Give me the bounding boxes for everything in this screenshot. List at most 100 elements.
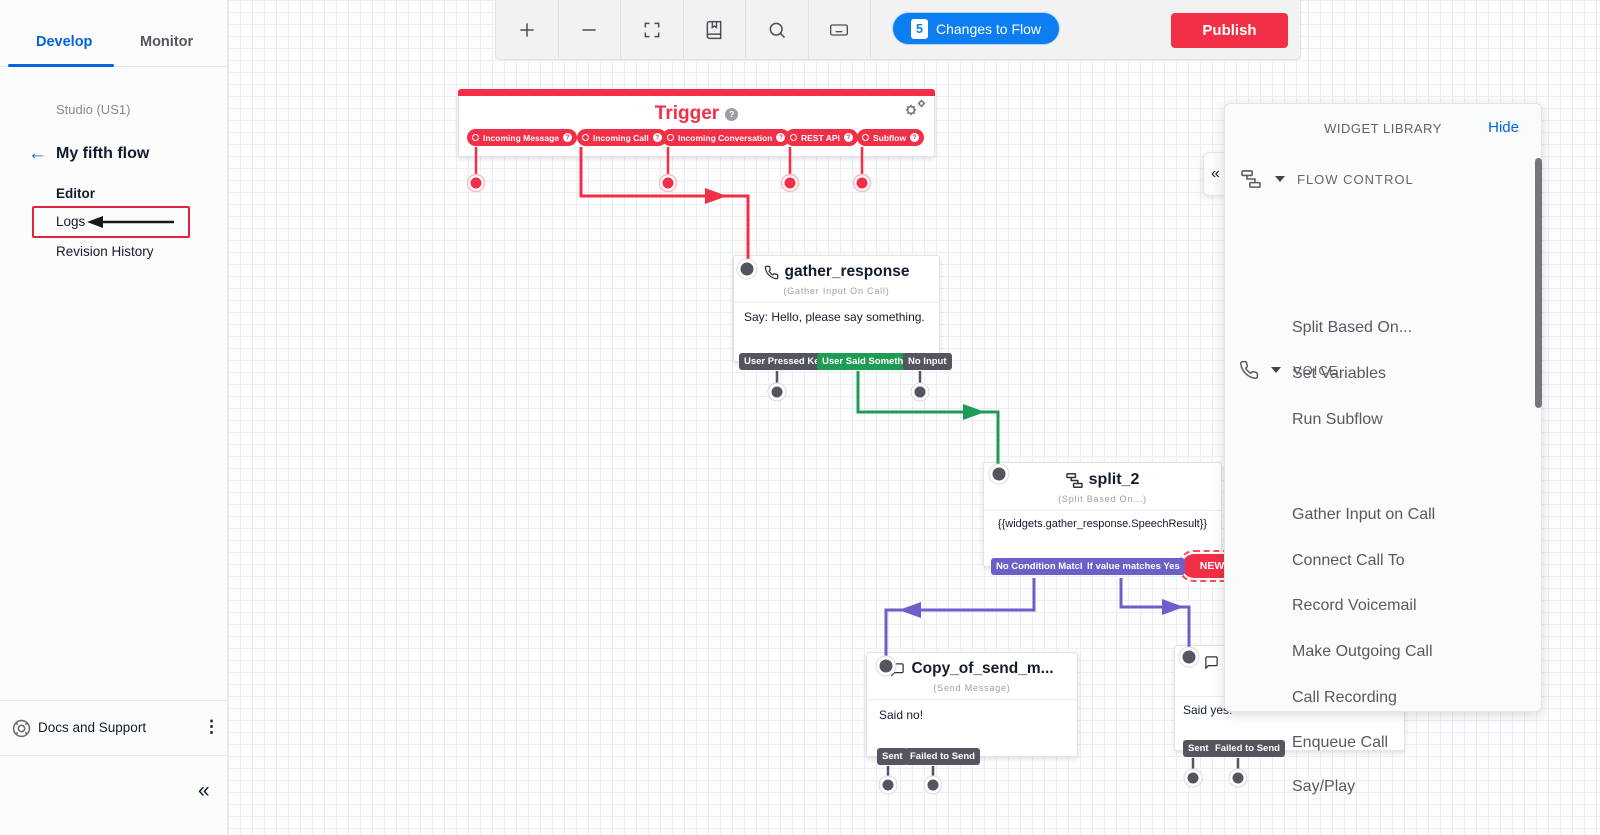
fit-to-screen-button[interactable] [621, 0, 684, 59]
widget-body-text: {{widgets.gather_response.SpeechResult}} [997, 518, 1208, 530]
trigger-transition-subflow[interactable]: Subflow ? [857, 129, 925, 146]
widget-gather-response[interactable]: gather_response (Gather Input On Call) S… [733, 255, 940, 362]
zoom-in-button[interactable] [496, 0, 559, 59]
library-item-split-based-on[interactable]: Split Based On... [1292, 319, 1413, 336]
help-icon[interactable]: ? [910, 133, 920, 142]
search-icon [769, 22, 785, 38]
transition-no-condition-matches[interactable]: No Condition Matches [991, 558, 1102, 575]
transition-failed-to-send[interactable]: Failed to Send [905, 748, 980, 765]
transition-ring-icon [862, 134, 869, 141]
widget-library-panel: WIDGET LIBRARY Hide FLOW CONTROL Split B… [1224, 103, 1542, 795]
widget-type-label: (Split Based On...) [1058, 494, 1147, 504]
split-branch-icon [1065, 472, 1083, 488]
help-icon[interactable]: ? [652, 133, 662, 142]
flow-control-icon [1239, 170, 1263, 188]
chat-bubble-icon [1204, 655, 1219, 670]
help-icon[interactable]: ? [563, 133, 573, 142]
transition-no-input[interactable]: No Input [903, 353, 952, 370]
tab-develop[interactable]: Develop [36, 34, 93, 50]
widget-title: Copy_of_send_m... [911, 660, 1054, 677]
library-section-voice[interactable]: VOICE [1239, 360, 1338, 380]
transition-label: Incoming Conversation [678, 132, 773, 143]
voice-phone-icon [764, 265, 779, 280]
active-tab-underline [8, 64, 114, 67]
widget-type-label: (Gather Input On Call) [783, 286, 890, 296]
widget-library-title: WIDGET LIBRARY [1324, 121, 1442, 136]
transition-label: Incoming Message [483, 132, 560, 143]
docs-and-support-link[interactable]: Docs and Support [38, 720, 147, 735]
library-item-connect-call-to[interactable]: Connect Call To [1292, 552, 1405, 569]
trigger-transition-incoming-conversation[interactable]: Incoming Conversation ? [662, 129, 791, 146]
trigger-top-bar [458, 89, 935, 96]
sidebar-item-revision-history[interactable]: Revision History [56, 244, 154, 259]
tab-monitor[interactable]: Monitor [140, 34, 194, 50]
library-item-set-variables[interactable]: Set Variables [1292, 365, 1386, 382]
search-button[interactable] [746, 0, 809, 59]
library-item-run-subflow[interactable]: Run Subflow [1292, 411, 1383, 428]
library-collapse-tab[interactable]: « [1203, 152, 1227, 196]
library-item-record-voicemail[interactable]: Record Voicemail [1292, 597, 1417, 614]
library-item-say-play[interactable]: Say/Play [1292, 778, 1356, 795]
hide-library-link[interactable]: Hide [1488, 119, 1519, 136]
back-arrow-icon[interactable]: ← [28, 143, 47, 164]
library-item-enqueue-call[interactable]: Enqueue Call [1292, 734, 1389, 751]
collapse-chevrons-icon: « [1211, 165, 1220, 182]
trigger-settings-gear-icon[interactable] [902, 97, 928, 124]
sidebar: Develop Monitor Studio (US1) ← My fifth … [0, 0, 228, 835]
transition-user-said-something[interactable]: User Said Something [817, 353, 923, 370]
kebab-menu-icon[interactable]: ⋮ [203, 717, 221, 736]
help-icon[interactable]: ? [776, 133, 786, 142]
widget-split-2[interactable]: split_2 (Split Based On...) {{widgets.ga… [983, 462, 1222, 567]
help-icon[interactable]: ? [725, 107, 739, 121]
sidebar-collapse-icon[interactable]: « [198, 779, 210, 802]
transition-sent[interactable]: Sent [1183, 740, 1214, 757]
transition-ring-icon [582, 134, 589, 141]
flow-title: My fifth flow [56, 145, 150, 162]
zoom-out-button[interactable] [559, 0, 621, 59]
changes-count-badge: 5 [910, 18, 928, 39]
library-item-call-recording[interactable]: Call Recording [1292, 689, 1397, 706]
lifebuoy-icon [12, 719, 31, 738]
changes-label: Changes to Flow [935, 20, 1042, 37]
trigger-title: Trigger [654, 103, 720, 124]
sidebar-item-logs[interactable]: Logs [56, 214, 86, 229]
library-item-gather-input-on-call[interactable]: Gather Input on Call [1292, 506, 1436, 523]
transition-label: REST API [801, 132, 840, 143]
widget-type-label: (Send Message) [933, 683, 1011, 693]
library-section-flow-control[interactable]: FLOW CONTROL [1239, 170, 1414, 188]
sidebar-item-editor[interactable]: Editor [56, 186, 95, 201]
book-icon [706, 20, 722, 39]
library-button[interactable] [684, 0, 746, 59]
transition-ring-icon [790, 134, 797, 141]
plus-icon [520, 22, 534, 37]
transition-sent[interactable]: Sent [877, 748, 908, 765]
tab-divider [0, 66, 228, 67]
widget-copy-of-send-message[interactable]: Copy_of_send_m... (Send Message) Said no… [866, 652, 1078, 757]
trigger-transition-rest-api[interactable]: REST API ? [785, 129, 858, 146]
voice-phone-icon [1239, 360, 1259, 380]
sidebar-divider [0, 755, 228, 756]
transition-if-value-matches-yes[interactable]: If value matches Yes [1082, 558, 1185, 575]
chevron-down-icon [1271, 367, 1281, 373]
keyboard-shortcuts-button[interactable] [809, 0, 871, 59]
canvas-toolbar: 5 Changes to Flow Publish [495, 0, 1301, 60]
widget-body-text: Say: Hello, please say something. [744, 310, 925, 324]
transition-ring-icon [667, 134, 674, 141]
library-item-make-outgoing-call[interactable]: Make Outgoing Call [1292, 643, 1433, 660]
trigger-transition-incoming-message[interactable]: Incoming Message ? [467, 129, 578, 146]
chat-bubble-icon [890, 662, 905, 677]
trigger-widget[interactable]: Trigger ? [458, 89, 935, 157]
studio-region-label: Studio (US1) [56, 102, 131, 117]
help-icon[interactable]: ? [843, 133, 853, 142]
minus-icon [582, 28, 596, 31]
fit-icon [644, 22, 660, 37]
transition-failed-to-send[interactable]: Failed to Send [1210, 740, 1285, 757]
library-scrollbar[interactable] [1535, 158, 1542, 408]
changes-to-flow-button[interactable]: 5 Changes to Flow [893, 13, 1059, 44]
trigger-transition-incoming-call[interactable]: Incoming Call ? [577, 129, 667, 146]
publish-button[interactable]: Publish [1171, 13, 1288, 48]
widget-body-text: Said yes! [1183, 703, 1233, 717]
transition-ring-icon [472, 134, 479, 141]
transition-user-pressed-keys[interactable]: User Pressed Keys [739, 353, 836, 370]
